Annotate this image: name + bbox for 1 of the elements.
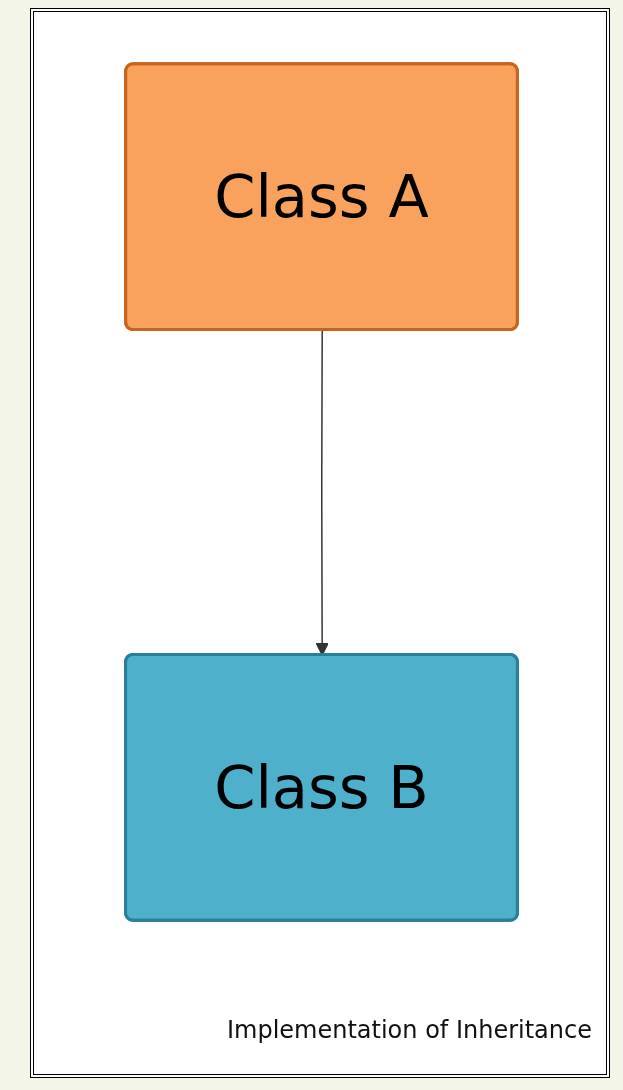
caption: Implementation of Inheritance — [226, 1016, 592, 1044]
